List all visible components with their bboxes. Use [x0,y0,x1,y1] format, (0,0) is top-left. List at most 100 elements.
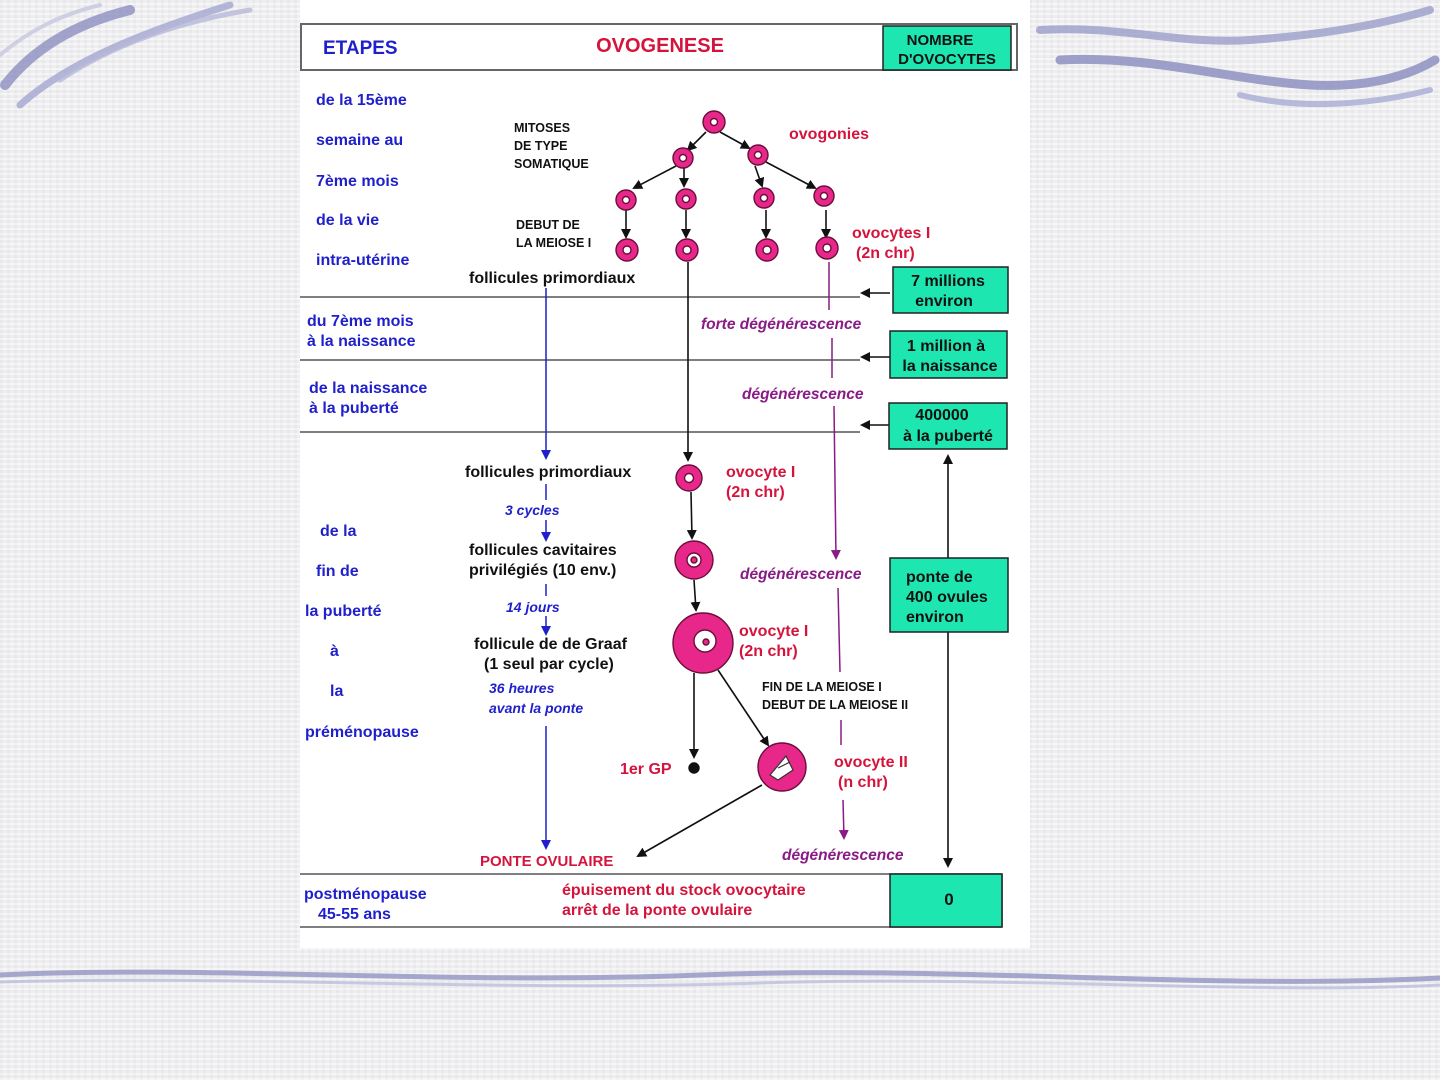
count-box-1-million [889,330,1008,379]
ovocyte-i-cell [615,238,639,262]
count-1-line-2: environ [915,293,973,310]
count-box-ponte [889,557,1009,633]
first-polar-body [688,762,700,774]
ovogonie-cell [813,185,835,207]
epuisement-label-2: arrêt de la ponte ovulaire [562,902,752,919]
stage-4-line-5: la [330,683,343,700]
header-count-line1: NOMBRE [907,32,974,49]
ovocytes-i-label-1: ovocytes I [852,225,930,242]
header-etapes: ETAPES [323,38,398,59]
epuisement-label-1: épuisement du stock ovocytaire [562,882,806,899]
ovocyte-i-cell [675,238,699,262]
ovocyte-ii-label-2: (n chr) [838,774,888,791]
ovogonie-cell [702,110,726,134]
degenerescence-label-1: dégénérescence [742,386,864,403]
count-4-line-2: 400 ovules [906,589,988,606]
degenerescence-label-3: dégénérescence [782,847,904,864]
count-4-line-3: environ [906,609,964,626]
maturation-arrows [636,262,770,857]
stage-4-line-2: fin de [316,563,359,580]
cavitaires-label-2: privilégiés (10 env.) [469,562,616,579]
ovogonie-cell [615,189,637,211]
heures-label-2: avant la ponte [489,700,583,716]
stage-labels: de la 15ème semaine au 7ème mois de la v… [304,92,427,923]
ponte-ovulaire-label: PONTE OVULAIRE [480,853,613,870]
ovocyte-i-label-b-2: (2n chr) [739,643,798,660]
mitoses-label-1: MITOSES [514,121,570,135]
ovocyte-i-label-a-2: (2n chr) [726,484,785,501]
follicules-primordiaux-label-top: follicules primordiaux [469,270,635,287]
stage-3-line-2: à la puberté [309,400,399,417]
count-3-line-2: à la puberté [903,428,993,445]
ovocyte-i-label-a-1: ovocyte I [726,464,795,481]
ovogonie-cell [747,144,769,166]
fin-meiose-label-1: FIN DE LA MEIOSE I [762,680,882,694]
mitoses-label-2: DE TYPE [514,139,568,153]
jours-label: 14 jours [506,599,560,615]
ovocyte-i-cell-puberty [675,464,703,492]
count-3-line-1: 400000 [915,407,968,424]
ovocyte-ii-cell [757,742,807,792]
ovogonies-label: ovogonies [789,126,869,143]
stage-4-line-1: de la [320,523,357,540]
ovogonie-cell [753,187,775,209]
stage-4-line-4: à [330,643,339,660]
stage-1-line-1: de la 15ème [316,92,407,109]
count-2-line-2: la naissance [902,358,997,375]
ovocyte-ii-label-1: ovocyte II [834,754,908,771]
stage-5-line-2: 45-55 ans [318,906,391,923]
ovogonie-cell [675,188,697,210]
count-box-400000 [888,402,1008,450]
stage-1-line-2: semaine au [316,132,403,149]
ovocytes-i-label-2: (2n chr) [856,245,915,262]
degenerescence-label-2: dégénérescence [740,566,862,583]
count-arrows [860,288,953,868]
ovogenesis-diagram-panel: ETAPES OVOGENESE NOMBRE D'OVOCYTES de la… [300,0,1030,948]
ovogonie-cell [672,147,694,169]
diagram-title: OVOGENESE [596,35,724,57]
diagram-labels: MITOSES DE TYPE SOMATIQUE DEBUT DE LA ME… [465,121,930,919]
count-5: 0 [944,890,953,909]
stage-2-line-2: à la naissance [307,333,416,350]
debut-meiose-label-2: LA MEIOSE I [516,236,591,250]
count-1-line-1: 7 millions [911,273,985,290]
ovogenesis-diagram: ETAPES OVOGENESE NOMBRE D'OVOCYTES de la… [300,23,1018,928]
stage-4-line-3: la puberté [305,603,382,620]
graaf-label-2: (1 seul par cycle) [484,656,614,673]
graaf-label-1: follicule de de Graaf [474,636,628,653]
stage-5-line-1: postménopause [304,886,427,903]
stage-4-line-6: préménopause [305,724,419,741]
cycles-label: 3 cycles [505,502,560,518]
ovocyte-i-cell [755,238,779,262]
mitosis-tree-arrows [621,131,831,239]
stage-2-line-1: du 7ème mois [307,313,414,330]
first-polar-body-label: 1er GP [620,761,672,778]
ovocyte-i-cell [815,236,839,260]
stage-1-line-4: de la vie [316,212,379,229]
fin-meiose-label-2: DEBUT DE LA MEIOSE II [762,698,908,712]
stage-1-line-3: 7ème mois [316,173,399,190]
header-count-box [882,25,1012,71]
stage-1-line-5: intra-utérine [316,252,409,269]
header-count-line2: D'OVOCYTES [898,51,996,68]
degeneration-arrows [828,262,849,840]
count-texts: 7 millions environ 1 million à la naissa… [902,273,997,909]
cells [615,110,839,792]
stage-3-line-1: de la naissance [309,380,427,397]
count-boxes [888,266,1009,928]
heures-label-1: 36 heures [489,680,555,696]
count-2-line-1: 1 million à [907,338,985,355]
count-box-7-millions [892,266,1009,314]
header-row: ETAPES OVOGENESE NOMBRE D'OVOCYTES [300,23,1018,71]
debut-meiose-label-1: DEBUT DE [516,218,580,232]
count-box-zero [889,873,1003,928]
graaf-follicle-cell [672,612,734,674]
forte-degenerescence-label: forte dégénérescence [701,316,862,333]
cavitaires-label-1: follicules cavitaires [469,542,617,559]
ovocyte-i-label-b-1: ovocyte I [739,623,808,640]
mitoses-label-3: SOMATIQUE [514,157,589,171]
follicules-primordiaux-label: follicules primordiaux [465,464,631,481]
count-4-line-1: ponte de [906,569,973,586]
cavitary-follicle-cell [674,540,714,580]
